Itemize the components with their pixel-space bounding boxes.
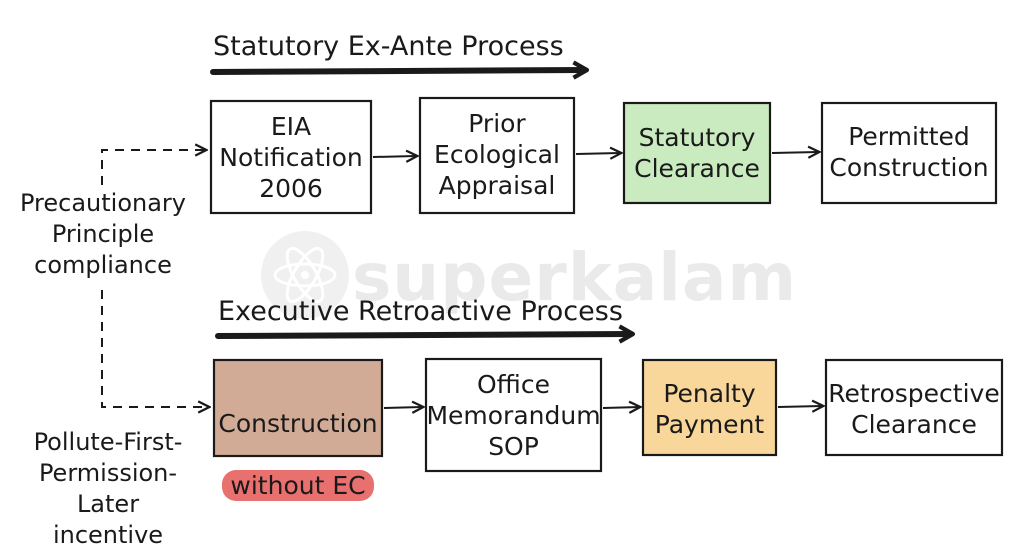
side-label-precautionary-principle: Precautionary Principle compliance	[19, 189, 187, 279]
step-box-prior-appraisal	[418, 96, 576, 215]
step-box-permitted-construction	[820, 101, 998, 205]
dashed-connector-bottom	[101, 290, 208, 407]
side-label-pollute-first: Pollute-First- Permission-Later incentiv…	[33, 428, 183, 549]
step-box-construction-without-ec	[212, 358, 384, 458]
bottom-process-title: Executive Retroactive Process	[218, 296, 623, 327]
step-label-construction-without-ec: Construction without EC	[214, 377, 382, 532]
flow-arrow-top-2	[575, 153, 620, 154]
flow-arrow-bottom-2	[602, 407, 639, 408]
flow-arrow-bottom-1	[383, 407, 422, 408]
top-process-arrow	[210, 60, 590, 80]
step-label-statutory-clearance: Statutory Clearance	[634, 123, 760, 183]
highlight-without-ec: without EC	[222, 470, 374, 501]
step-label-line: Construction	[218, 409, 378, 438]
step-label-office-memorandum: Office Memorandum SOP	[426, 370, 601, 461]
step-label-permitted-construction: Permitted Construction	[829, 122, 989, 182]
bottom-process-arrow	[215, 324, 636, 344]
step-box-eia-notification	[209, 99, 373, 215]
flow-arrow-top-3	[771, 152, 818, 153]
flow-arrow-top-1	[372, 156, 416, 157]
step-box-statutory-clearance	[622, 101, 772, 205]
top-process-title: Statutory Ex-Ante Process	[213, 31, 564, 62]
flow-arrow-bottom-3	[777, 406, 822, 407]
step-label-eia-notification: EIA Notification 2006	[219, 112, 363, 203]
step-label-prior-appraisal: Prior Ecological Appraisal	[434, 109, 560, 200]
watermark-text: superkalam	[352, 239, 798, 316]
atom-icon	[261, 231, 349, 319]
step-box-office-memorandum	[424, 357, 603, 473]
step-box-retrospective-clearance	[824, 358, 1004, 457]
step-box-penalty-payment	[641, 358, 778, 457]
step-label-retrospective-clearance: Retrospective Clearance	[828, 379, 1000, 439]
dashed-connector-top	[101, 150, 205, 185]
step-label-penalty-payment: Penalty Payment	[654, 379, 765, 439]
